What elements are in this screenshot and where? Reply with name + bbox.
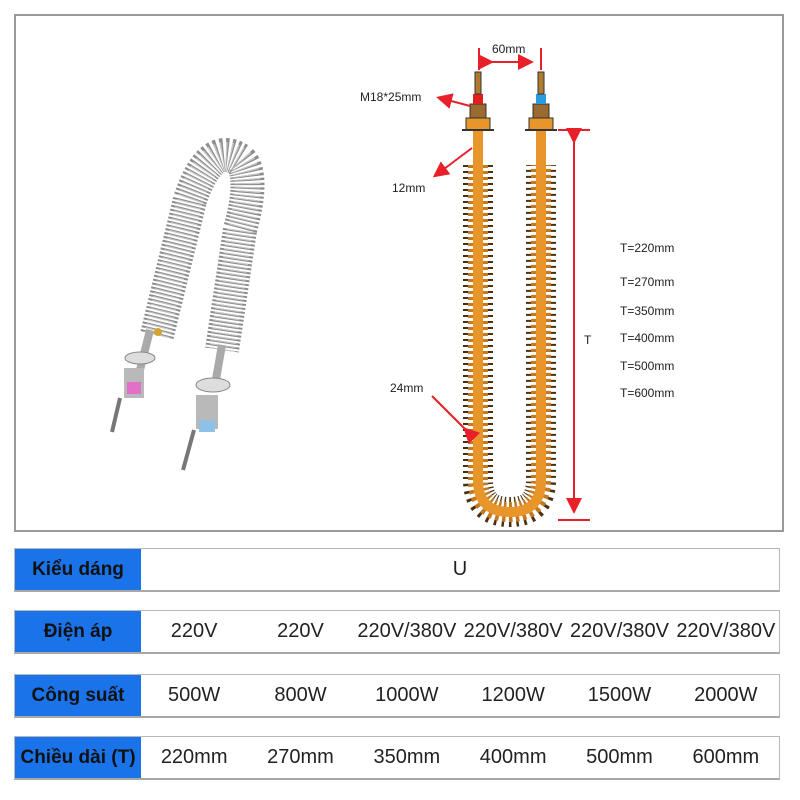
thread-label: M18*25mm	[360, 90, 422, 104]
row-header: Điện áp	[15, 611, 141, 652]
length-option: T=350mm	[620, 304, 675, 318]
spacing-label: 60mm	[492, 42, 526, 56]
length-option: T=270mm	[620, 275, 675, 289]
heater-diagram	[431, 48, 590, 528]
length-option: T=400mm	[620, 331, 675, 345]
cell: 2000W	[694, 684, 758, 706]
row-header: Chiều dài (T)	[15, 737, 141, 778]
spec-row-power: Công suất 500W 800W 1000W 1200W 1500W 20…	[14, 674, 780, 718]
length-option: T=600mm	[620, 386, 675, 400]
cell: 800W	[274, 684, 327, 706]
cell: 350mm	[373, 746, 441, 768]
cell: 400mm	[479, 746, 547, 768]
spec-row-length: Chiều dài (T) 220mm 270mm 350mm 400mm 50…	[14, 736, 780, 780]
length-symbol: T	[584, 333, 592, 347]
cell: 220V/380V	[463, 620, 563, 642]
cell: 1000W	[375, 684, 439, 706]
cell: 220V/380V	[357, 620, 457, 642]
cell: U	[452, 558, 468, 580]
cell: 1500W	[587, 684, 652, 706]
cell: 500mm	[586, 746, 653, 768]
spec-row-voltage: Điện áp 220V 220V 220V/380V 220V/380V 22…	[14, 610, 780, 654]
fin-diameter-label: 24mm	[390, 381, 424, 395]
row-header: Kiểu dáng	[15, 549, 141, 590]
cell: 220V	[277, 620, 324, 642]
spec-row-style: Kiểu dáng U	[14, 548, 780, 592]
heater-illustrations	[110, 48, 590, 528]
product-image-frame	[14, 14, 784, 532]
cell: 500W	[168, 684, 221, 706]
cell: 1200W	[481, 684, 545, 706]
tube-diameter-label: 12mm	[392, 181, 426, 195]
row-header: Công suất	[15, 675, 141, 716]
cell: 270mm	[267, 746, 334, 768]
cell: 220mm	[160, 746, 228, 768]
length-option: T=220mm	[620, 241, 675, 255]
heater-photo	[110, 138, 265, 471]
cell: 220V/380V	[569, 620, 669, 642]
length-option: T=500mm	[620, 359, 675, 373]
cell: 220V/380V	[676, 620, 776, 642]
cell: 220V	[170, 620, 218, 642]
cell: 600mm	[692, 746, 760, 768]
